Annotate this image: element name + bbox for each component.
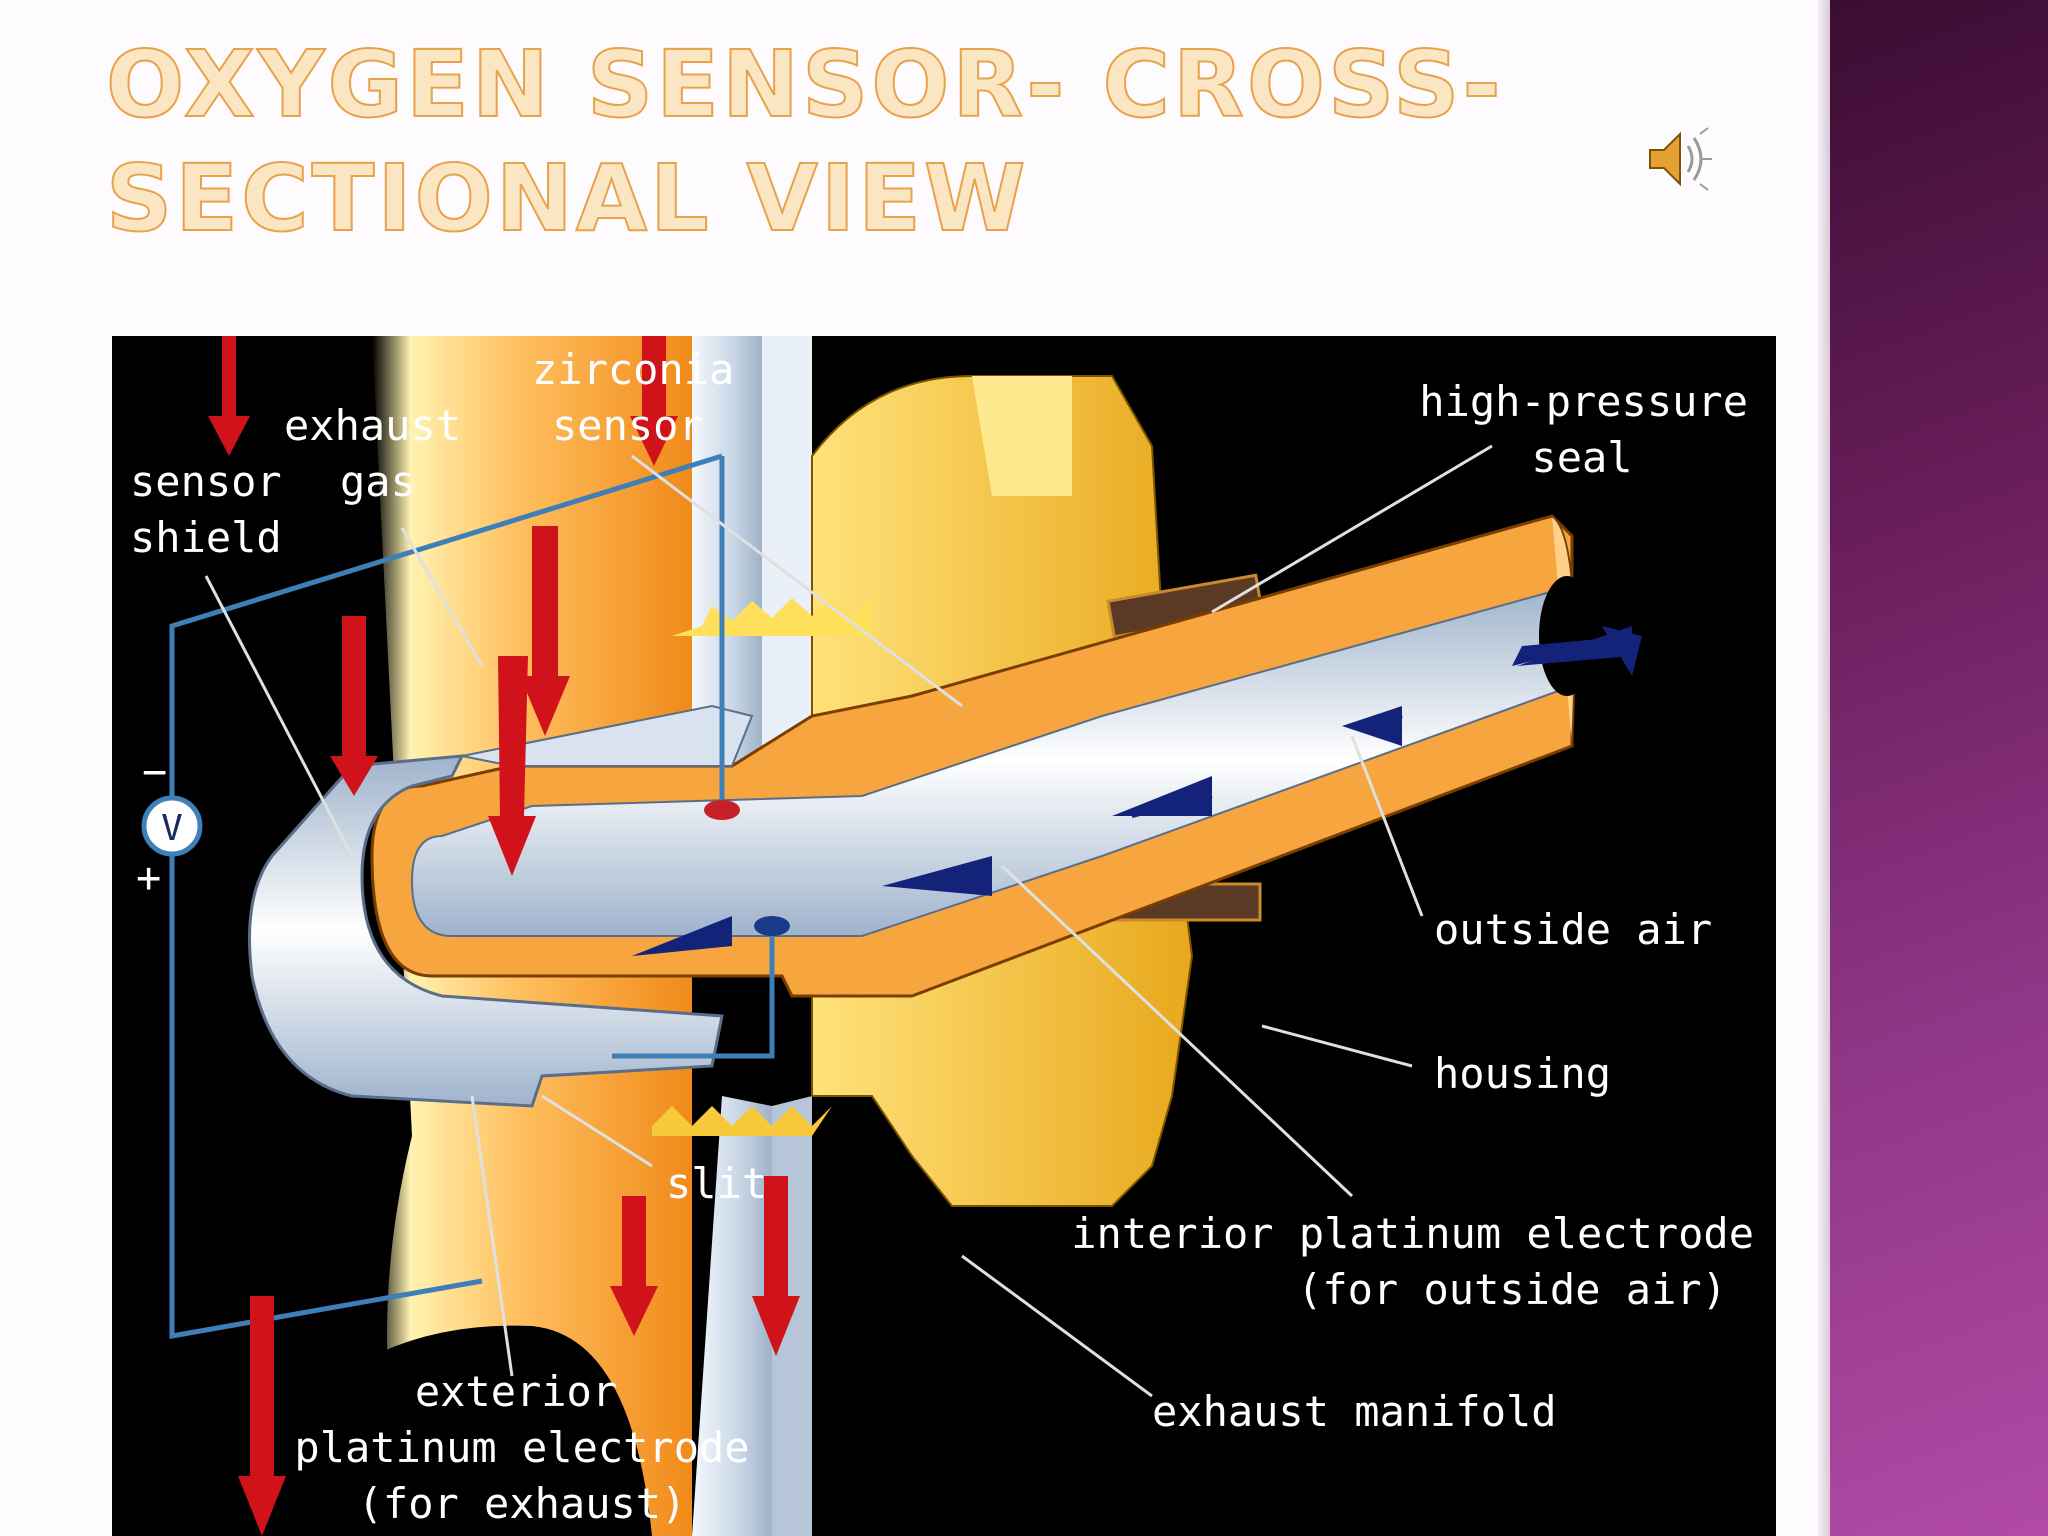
sensor-shield: [248, 754, 724, 1108]
label-interior-electrode-2: (for outside air): [1297, 1265, 1727, 1314]
circuit-wire-bottom: [612, 926, 775, 1059]
title-line-2: Sectional View: [105, 144, 1029, 253]
interior-electrode-dot: [754, 916, 790, 936]
label-exterior-electrode-2: platinum electrode: [294, 1423, 749, 1472]
plus-sign: +: [136, 853, 161, 902]
label-high-pressure-seal-1: high-pressure: [1419, 377, 1748, 426]
label-high-pressure-seal-2: seal: [1531, 433, 1632, 482]
title-line-1: Oxygen Sensor- Cross-: [105, 30, 1504, 139]
speaker-icon[interactable]: [1644, 124, 1714, 194]
label-exhaust-gas-2: gas: [340, 457, 416, 506]
exterior-electrode-dot: [704, 800, 740, 820]
label-exhaust-gas-1: exhaust: [284, 401, 461, 450]
label-zirconia-sensor-2: sensor: [552, 401, 704, 450]
sidebar-edge: [1818, 0, 1830, 1536]
label-slit: slit: [666, 1159, 767, 1208]
slide-title: Oxygen Sensor- Cross- Sectional View: [105, 28, 1506, 256]
label-sensor-shield-1: sensor: [130, 457, 282, 506]
outside-air-arrows: [632, 626, 1642, 956]
label-exhaust-manifold: exhaust manifold: [1152, 1387, 1557, 1436]
svg-text:V: V: [161, 808, 183, 849]
decorative-sidebar: [1828, 0, 2048, 1536]
label-sensor-shield-2: shield: [130, 513, 282, 562]
interior-air-channel: [410, 584, 1573, 937]
exhaust-flow-arrows: [208, 336, 800, 1536]
leader-lines: [204, 444, 1493, 1398]
oxygen-sensor-diagram: V − +: [112, 336, 1776, 1536]
label-exterior-electrode-3: (for exhaust): [358, 1479, 687, 1528]
label-housing: housing: [1434, 1049, 1611, 1098]
label-interior-electrode-1: interior platinum electrode: [1071, 1209, 1754, 1258]
label-outside-air: outside air: [1434, 905, 1712, 954]
voltmeter-icon: V: [141, 795, 203, 857]
label-zirconia-sensor-1: zirconia: [532, 345, 734, 394]
minus-sign: −: [142, 747, 167, 796]
label-exterior-electrode-1: exterior: [415, 1367, 617, 1416]
